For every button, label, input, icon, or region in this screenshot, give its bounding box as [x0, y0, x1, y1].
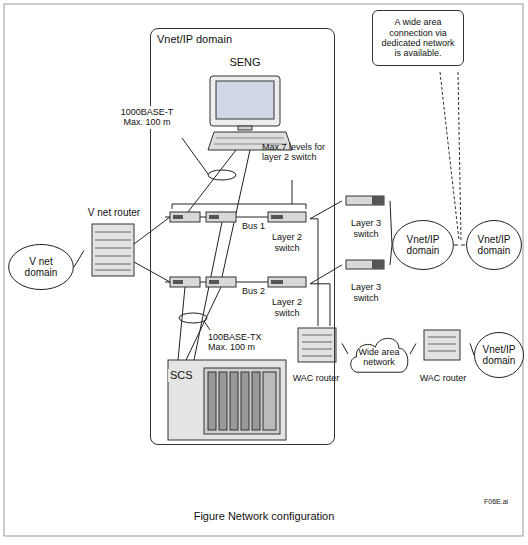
- layer3-switch: Layer 3 switch: [342, 194, 390, 240]
- wac-router: WAC router: [416, 326, 470, 384]
- wac-router: WAC router: [290, 326, 342, 384]
- file-id: F06E.ai: [484, 498, 508, 506]
- node-label: Layer 3 switch: [343, 282, 389, 303]
- cable-spec: 100BASE-TX Max. 100 m: [208, 332, 272, 353]
- network-link: [454, 245, 466, 246]
- node-label: Vnet/IP domain: [157, 33, 232, 46]
- network-link: [310, 219, 318, 326]
- bus-label: Bus 1: [242, 221, 265, 231]
- node-label: SCS: [168, 369, 195, 382]
- node-label: V net router: [88, 207, 140, 219]
- domain-ellipse: Vnet/IP domain: [392, 220, 454, 270]
- node-label: WAC router: [420, 373, 467, 383]
- network-link: [342, 343, 348, 354]
- node-label: SENG: [229, 56, 260, 69]
- control-station: SCS: [162, 355, 290, 443]
- seng-computer: [208, 76, 292, 150]
- node-label: Vnet/IP domain: [471, 234, 517, 257]
- wan-cloud: Wide area network: [348, 330, 410, 378]
- node-label: Layer 3 switch: [343, 218, 389, 239]
- node-label: Layer 2 switch: [265, 297, 309, 318]
- bus-label: Bus 2: [242, 286, 265, 296]
- node-label: V net domain: [16, 256, 66, 279]
- layer3-switch: Layer 3 switch: [342, 258, 390, 304]
- frame: [4, 4, 523, 536]
- switch-ports: [173, 196, 384, 284]
- network-link: [390, 201, 392, 245]
- node-label: Layer 2 switch: [265, 232, 309, 253]
- node-label: WAC router: [293, 373, 340, 383]
- network-link: [390, 245, 392, 265]
- switch-symbol: [170, 196, 384, 287]
- note-text: Max.7 levels for layer 2 switch: [262, 142, 326, 163]
- domain-ellipse: Vnet/IP domain: [466, 220, 522, 270]
- layer2-switch: Layer 2 switch: [264, 210, 310, 254]
- scs-cabinet: [168, 360, 286, 440]
- network-link: [410, 343, 416, 354]
- node-label: Vnet/IP domain: [478, 344, 520, 367]
- network-link: [470, 343, 474, 355]
- domain-ellipse: Vnet/IP domain: [474, 332, 524, 378]
- callout-box: A wide area connection via dedicated net…: [372, 10, 464, 66]
- engineering-station: SENG: [196, 54, 294, 154]
- router-node: V net router: [84, 206, 144, 280]
- network-link: [310, 201, 342, 219]
- node-label: Vnet/IP domain: [398, 234, 448, 257]
- network-link: [74, 250, 84, 267]
- callout-leader: [440, 72, 461, 240]
- network-link: [310, 265, 342, 284]
- network-link: [310, 284, 330, 326]
- node-label: A wide area connection via dedicated net…: [377, 17, 459, 58]
- layer2-switch: Layer 2 switch: [264, 275, 310, 319]
- node-label: Wide area network: [356, 347, 402, 368]
- domain-ellipse: V net domain: [8, 244, 74, 290]
- figure-caption: Figure Network configuration: [0, 510, 528, 523]
- cable-spec: 1000BASE-T Max. 100 m: [116, 106, 178, 129]
